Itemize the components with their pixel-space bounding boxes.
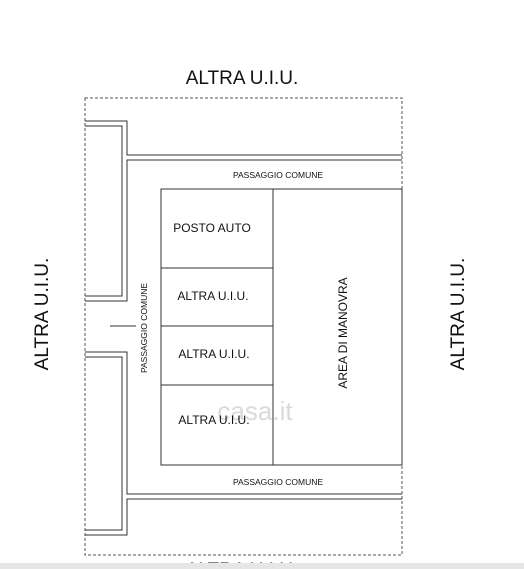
- top-unit-label: ALTRA U.I.U.: [186, 68, 299, 89]
- bottom-band: [0, 563, 524, 569]
- left-upper-wall-lower: [85, 159, 402, 302]
- left-lower-wall-lower: [85, 498, 402, 536]
- parking-block: [160, 188, 403, 466]
- left-upper-wall-outer: [85, 120, 402, 156]
- left-unit-label: ALTRA U.I.U.: [32, 258, 53, 371]
- passage-top-label: PASSAGGIO COMUNE: [233, 170, 323, 180]
- left-lower-wall-outer: [85, 351, 402, 495]
- maneuver-area-label: AREA DI MANOVRA: [336, 277, 350, 388]
- watermark: casa.it: [217, 396, 293, 426]
- passage-bottom-label: PASSAGGIO COMUNE: [233, 477, 323, 487]
- right-unit-label: ALTRA U.I.U.: [448, 258, 469, 371]
- passage-vertical-label: PASSAGGIO COMUNE: [139, 283, 149, 373]
- unit-1-label: ALTRA U.I.U.: [177, 289, 248, 303]
- left-upper-wall-inner: [85, 125, 123, 297]
- parking-label: POSTO AUTO: [173, 221, 251, 235]
- unit-3-label: ALTRA U.I.U.: [178, 413, 249, 427]
- unit-2-label: ALTRA U.I.U.: [178, 347, 249, 361]
- left-lower-wall-inner: [85, 356, 123, 531]
